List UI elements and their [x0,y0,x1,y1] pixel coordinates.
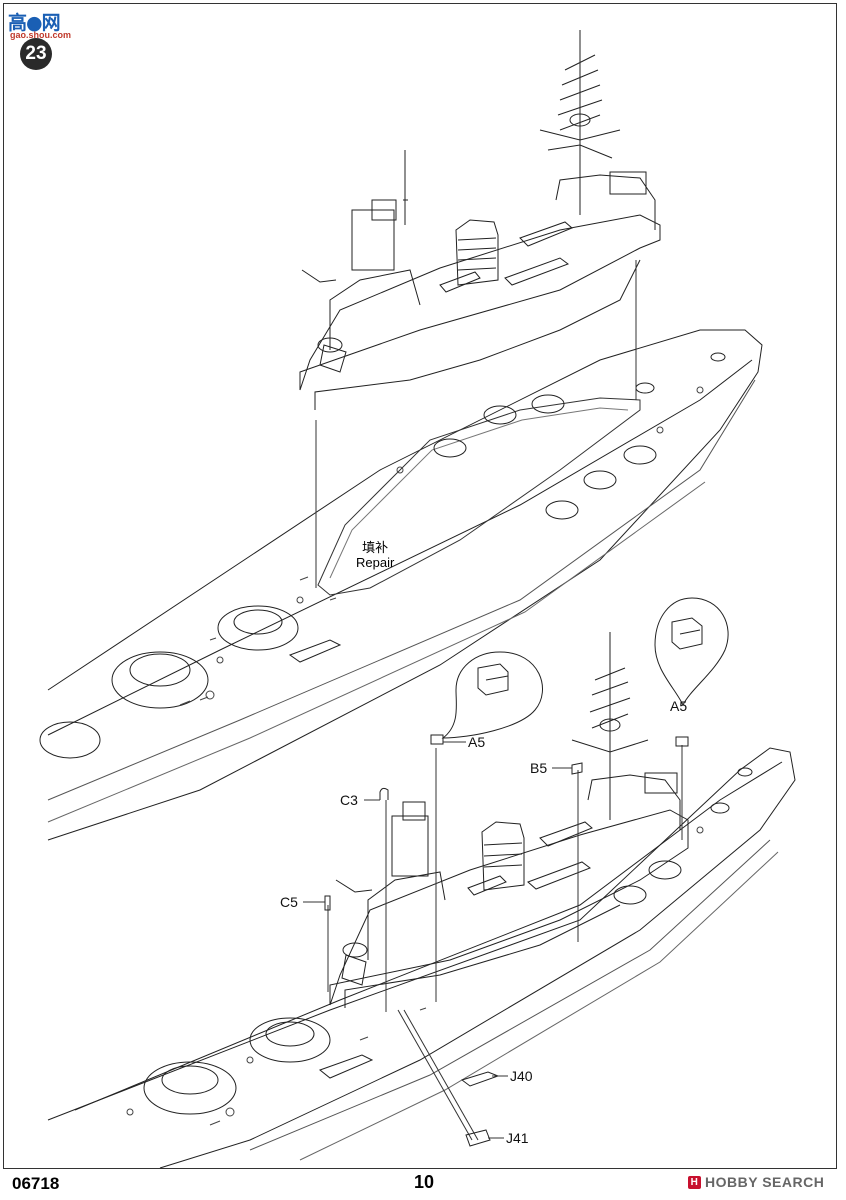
repair-note-en: Repair [356,555,395,570]
part-c5 [324,895,331,911]
label-a5-left: A5 [468,734,486,750]
lower-leader-lines [327,745,683,1141]
part-c3 [379,787,389,800]
label-c5: C5 [280,894,298,910]
lower-hull [47,747,796,1169]
upper-leader-lines [315,260,637,588]
hobby-search-icon: H [688,1175,701,1189]
product-code: 06718 [12,1174,60,1193]
repair-note-zh: 填补 [362,540,389,555]
part-b5 [571,762,583,775]
detail-bubble-a5-left [441,651,543,739]
page-frame [3,3,837,1169]
part-j41 [465,1129,491,1147]
label-a5-right: A5 [670,698,688,714]
watermark-text: HOBBY SEARCH [705,1174,825,1190]
watermark: H HOBBY SEARCH [688,1174,824,1190]
repair-note: 填补 Repair [356,540,394,570]
logo-sub-text: gao.shou.com [10,30,72,40]
label-b5: B5 [530,760,548,776]
upper-hull [39,329,763,841]
step-number-badge: 23 [20,38,52,70]
part-j40 [460,1071,500,1087]
label-j41: J41 [506,1130,529,1146]
lower-superstructure [329,632,689,1008]
label-j40: J40 [510,1068,533,1084]
logo-main-text: 高●网 [8,12,61,34]
label-c3: C3 [340,792,358,808]
deck-cutout [317,397,641,596]
part-a5-left [430,734,444,745]
site-logo: 高●网 gao.shou.com [8,8,72,40]
upper-superstructure [299,30,661,410]
detail-bubble-a5-right [654,597,729,707]
part-a5-right [675,736,689,747]
page-number: 10 [414,1172,435,1192]
